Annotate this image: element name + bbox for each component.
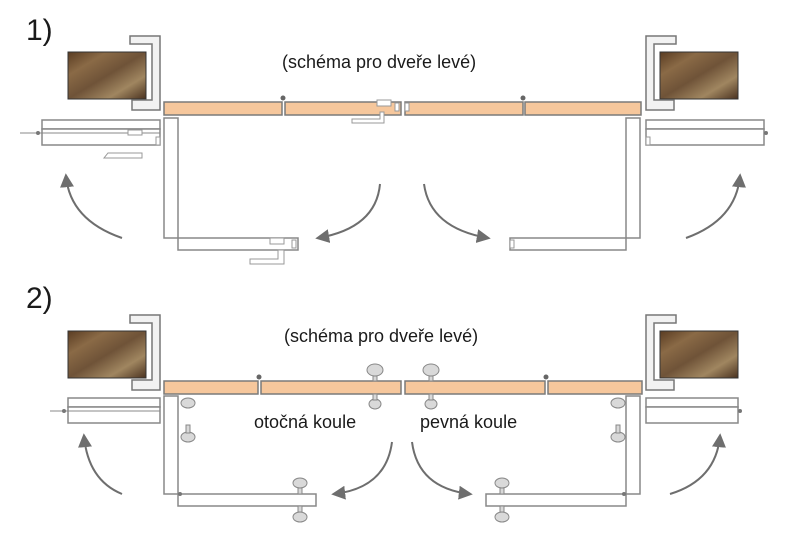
swing-arrow-icon [78, 433, 123, 495]
wall-texture-right-2 [659, 330, 739, 379]
wall-frame-right-1 [645, 35, 677, 111]
label-fixed-ball: pevná koule [420, 412, 518, 432]
diagram-1-number: 1) [26, 14, 53, 47]
ball-knob-icon [366, 363, 440, 410]
top-panels-1 [163, 101, 642, 116]
diagram-2-caption: (schéma pro dveře levé) [284, 326, 479, 346]
label-rotating-ball: otočná koule [254, 412, 357, 432]
top-panels-2 [163, 380, 643, 395]
swing-arrow-icon [685, 173, 746, 239]
ball-knob-icon [180, 397, 626, 523]
diagram-2-number: 2) [26, 282, 53, 315]
swing-arrow-icon [411, 441, 473, 500]
wall-frame-left-1 [129, 35, 161, 111]
wall-frame-right-2 [645, 314, 677, 391]
wall-texture-left-1 [67, 51, 147, 100]
handle-icon [351, 99, 410, 124]
wall-frame-left-2 [129, 314, 161, 391]
swing-arrow-icon [669, 433, 726, 495]
diagram-2 [50, 314, 742, 523]
swing-arrow-icon [331, 441, 393, 500]
swing-arrow-icon [315, 183, 381, 243]
swing-arrow-icon [423, 183, 491, 243]
wall-texture-left-2 [67, 330, 147, 379]
wall-texture-right-1 [659, 51, 739, 100]
swing-arrow-icon [60, 173, 123, 239]
diagram-1 [20, 35, 768, 265]
diagram-1-caption: (schéma pro dveře levé) [282, 52, 477, 72]
